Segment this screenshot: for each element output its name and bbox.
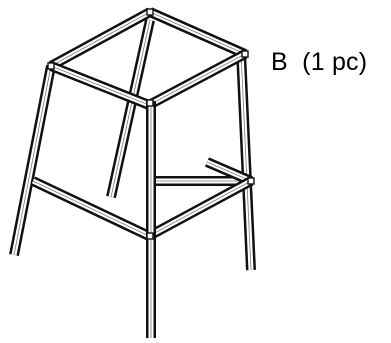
leg-back-right — [236, 51, 256, 271]
top-rail-back-left — [48, 7, 153, 71]
joint-top-front — [146, 99, 154, 107]
joint-top-back — [146, 8, 154, 16]
top-rail-back-right — [147, 7, 248, 59]
joint-top-left — [47, 62, 55, 70]
leg-front-left — [9, 65, 56, 256]
joint-low-front — [146, 232, 154, 240]
stretcher-back-right-lo — [205, 157, 253, 186]
leg-back-left — [106, 18, 155, 199]
stretcher-front-left — [30, 176, 152, 241]
joint-top-right — [241, 50, 249, 58]
top-rail-front-left — [49, 61, 151, 110]
top-rail-front-right — [146, 49, 248, 110]
part-label: B (1 pc) — [271, 48, 368, 76]
joint-low-right — [247, 177, 255, 185]
stretcher-front-right — [146, 176, 254, 241]
